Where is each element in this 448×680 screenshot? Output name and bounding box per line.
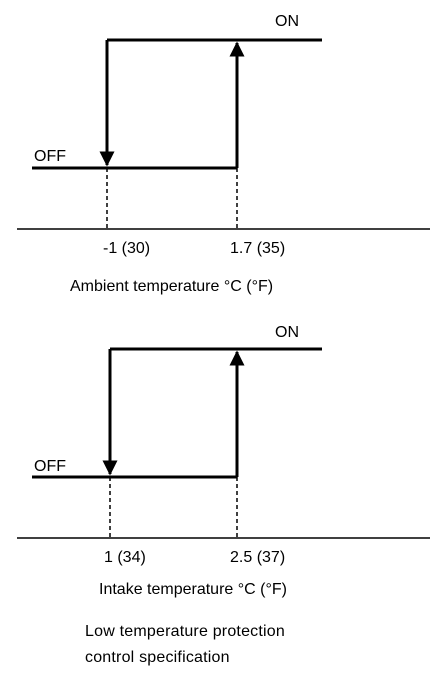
- intake-temperature-diagram: ON OFF 1 (34) 2.5 (37) Intake temperatur…: [17, 324, 430, 598]
- ambient-temperature-diagram: ON OFF -1 (30) 1.7 (35) Ambient temperat…: [17, 13, 430, 295]
- off-label: OFF: [34, 458, 66, 475]
- axis-label: Intake temperature °C (°F): [99, 581, 287, 598]
- figure-caption: Low temperature protection control speci…: [85, 619, 285, 671]
- on-label: ON: [275, 13, 299, 30]
- tick-label-right: 1.7 (35): [230, 240, 285, 257]
- tick-label-left: 1 (34): [104, 549, 146, 566]
- tick-label-right: 2.5 (37): [230, 549, 285, 566]
- caption-line-1: Low temperature protection: [85, 623, 285, 640]
- caption-line-2: control specification: [85, 649, 230, 666]
- on-label: ON: [275, 324, 299, 341]
- tick-label-left: -1 (30): [103, 240, 150, 257]
- off-label: OFF: [34, 148, 66, 165]
- axis-label: Ambient temperature °C (°F): [70, 278, 273, 295]
